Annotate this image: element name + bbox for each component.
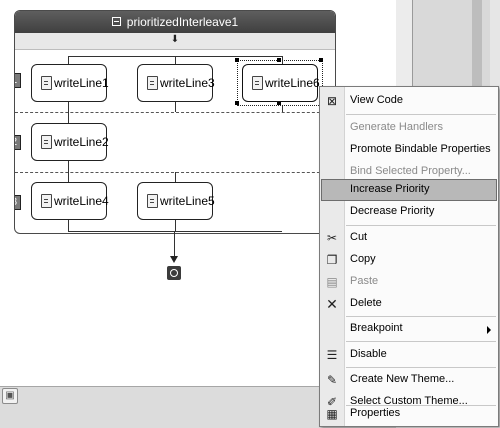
connector xyxy=(68,172,69,182)
menu-item-label: Properties xyxy=(350,407,401,419)
priority-badge-1: 1 xyxy=(15,73,21,88)
resize-handle[interactable] xyxy=(235,58,239,62)
activity-writeline3[interactable]: writeLine3 xyxy=(137,64,215,102)
activity-title: prioritizedInterleave1 xyxy=(126,15,239,29)
menu-item-label: Paste xyxy=(350,275,379,287)
activity-label: writeLine2 xyxy=(54,135,109,149)
connector xyxy=(68,220,69,231)
branch-connector-bottom xyxy=(68,231,282,232)
select-theme-icon: ✐ xyxy=(326,395,338,409)
menu-item-increase-priority[interactable]: Increase Priority xyxy=(321,179,497,201)
activity-header[interactable]: prioritizedInterleave1 xyxy=(15,11,335,33)
activity-label: writeLine5 xyxy=(160,194,215,208)
writeline-icon xyxy=(147,194,158,208)
activity-label: writeLine1 xyxy=(54,76,109,90)
connector xyxy=(175,172,176,182)
menu-separator xyxy=(346,225,496,226)
priority-badge-2: 2 xyxy=(15,135,21,150)
submenu-arrow-icon xyxy=(487,326,491,334)
context-menu[interactable]: ⊠ View Code Generate Handlers Promote Bi… xyxy=(319,86,499,427)
menu-item-create-new-theme[interactable]: ✎ Create New Theme... xyxy=(321,369,497,391)
menu-item-label: Bind Selected Property... xyxy=(350,165,471,177)
connector xyxy=(175,56,176,64)
menu-item-select-custom-theme[interactable]: ✐ Select Custom Theme... xyxy=(321,391,497,413)
scissors-icon: ✂ xyxy=(326,231,338,245)
activity-writeline4[interactable]: writeLine4 xyxy=(31,182,109,220)
menu-item-view-code[interactable]: ⊠ View Code xyxy=(321,90,497,112)
menu-separator xyxy=(346,405,496,406)
menu-item-label: Generate Handlers xyxy=(350,121,443,133)
activity-label: writeLine4 xyxy=(54,194,109,208)
copy-icon: ❐ xyxy=(326,253,338,267)
resize-handle[interactable] xyxy=(277,58,281,62)
menu-item-label: Decrease Priority xyxy=(350,205,435,217)
create-theme-icon: ✎ xyxy=(326,373,338,387)
menu-item-label: Create New Theme... xyxy=(350,373,455,385)
activity-drop-strip: ⬇ xyxy=(15,33,335,50)
menu-item-label: Promote Bindable Properties xyxy=(350,143,491,155)
resize-handle[interactable] xyxy=(319,58,323,62)
bottom-tab-icon[interactable]: ▣ xyxy=(2,388,18,404)
menu-item-label: View Code xyxy=(350,94,403,106)
writeline-icon xyxy=(252,76,263,90)
activity-label: writeLine3 xyxy=(160,76,215,90)
paste-icon: ▤ xyxy=(326,275,338,289)
menu-item-generate-handlers[interactable]: Generate Handlers xyxy=(321,117,497,139)
prioritized-interleave-activity[interactable]: prioritizedInterleave1 ⬇ 1 writeLine1 wr… xyxy=(14,10,336,234)
collapse-icon[interactable] xyxy=(111,17,121,26)
menu-separator xyxy=(346,316,496,317)
menu-item-cut[interactable]: ✂ Cut xyxy=(321,227,497,249)
writeline-icon xyxy=(41,135,52,149)
menu-item-disable[interactable]: ☰ Disable xyxy=(321,344,497,366)
menu-separator xyxy=(346,341,496,342)
menu-item-delete[interactable]: ✕ Delete xyxy=(321,293,497,315)
menu-item-label: Delete xyxy=(350,297,382,309)
arrow-down-icon xyxy=(170,256,178,263)
writeline-icon xyxy=(147,76,158,90)
menu-item-label: Copy xyxy=(350,253,376,265)
menu-item-label: Select Custom Theme... xyxy=(350,395,468,407)
menu-item-label: Disable xyxy=(350,348,387,360)
branch-separator xyxy=(15,112,335,113)
menu-item-paste[interactable]: ▤ Paste xyxy=(321,271,497,293)
connector xyxy=(175,220,176,231)
menu-item-label: Breakpoint xyxy=(350,322,403,334)
resize-handle[interactable] xyxy=(277,101,281,105)
priority-badge-3: 3 xyxy=(15,195,21,210)
connector xyxy=(282,106,283,112)
connector xyxy=(68,102,69,112)
writeline-icon xyxy=(41,76,52,90)
menu-item-label: Increase Priority xyxy=(350,183,430,195)
writeline-icon xyxy=(41,194,52,208)
activity-writeline2[interactable]: writeLine2 xyxy=(31,123,109,161)
activity-writeline5[interactable]: writeLine5 xyxy=(137,182,215,220)
menu-item-label: Cut xyxy=(350,231,368,243)
menu-item-bind-selected-property[interactable]: Bind Selected Property... xyxy=(321,161,497,183)
connector xyxy=(68,112,69,123)
connector xyxy=(68,161,69,172)
menu-item-decrease-priority[interactable]: Decrease Priority xyxy=(321,201,497,223)
workflow-end-icon xyxy=(167,266,181,280)
connector xyxy=(175,102,176,112)
resize-handle[interactable] xyxy=(235,101,239,105)
disable-icon: ☰ xyxy=(326,348,338,362)
menu-separator xyxy=(346,114,496,115)
menu-item-copy[interactable]: ❐ Copy xyxy=(321,249,497,271)
activity-writeline6[interactable]: writeLine6 xyxy=(242,64,320,102)
menu-icon-gutter xyxy=(320,87,345,426)
connector xyxy=(68,56,69,64)
exit-connector xyxy=(174,232,175,258)
drop-target-icon: ⬇ xyxy=(170,34,180,45)
menu-separator xyxy=(346,367,496,368)
activity-label: writeLine6 xyxy=(265,76,320,90)
delete-icon: ✕ xyxy=(326,296,338,312)
view-code-icon: ⊠ xyxy=(326,94,338,108)
menu-item-breakpoint[interactable]: Breakpoint xyxy=(321,318,497,340)
menu-item-promote-bindable-properties[interactable]: Promote Bindable Properties xyxy=(321,139,497,161)
properties-icon: ▦ xyxy=(326,407,338,421)
menu-item-properties[interactable]: ▦ Properties xyxy=(321,403,497,425)
activity-writeline1[interactable]: writeLine1 xyxy=(31,64,109,102)
